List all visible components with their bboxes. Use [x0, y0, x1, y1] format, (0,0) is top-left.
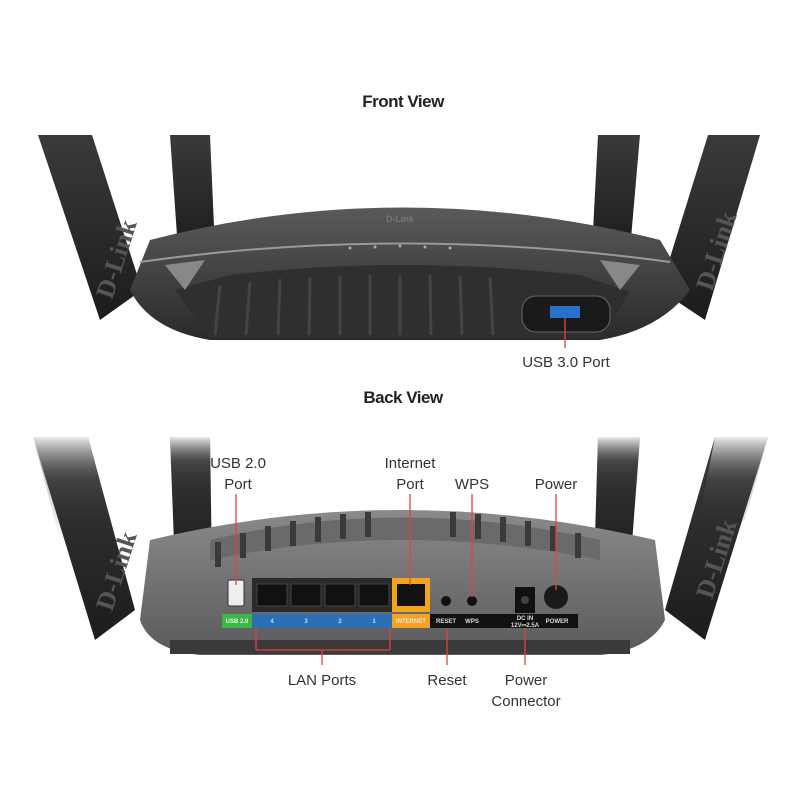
panel-label-lan: 1 [372, 619, 376, 625]
power-label: Power [535, 476, 578, 493]
reset-button [441, 596, 451, 606]
front-view-title: Front View [362, 92, 445, 111]
reset-label: Reset [427, 672, 467, 689]
panel-label-reset: RESET [436, 619, 456, 625]
wps-button [467, 596, 477, 606]
antenna [592, 135, 640, 250]
panel-label-internet: INTERNET [396, 619, 426, 625]
usb3-connector [550, 306, 580, 318]
panel-label-dcin: DC IN [517, 616, 533, 622]
back-view-title: Back View [363, 388, 444, 407]
power-button [544, 585, 568, 609]
brand-logo: D-Link [386, 214, 415, 224]
panel-label-usb: USB 2.0 [226, 619, 249, 625]
front-router: D-Link D-Link D-Link [38, 135, 760, 340]
antenna [38, 135, 142, 320]
panel-label-wps: WPS [465, 619, 479, 625]
antenna [660, 135, 760, 320]
usb3-port-label: USB 3.0 Port [522, 354, 610, 371]
leader-lines [235, 494, 557, 665]
antenna [170, 135, 215, 250]
panel-label-power: POWER [546, 619, 569, 625]
panel-label-lan: 2 [338, 619, 342, 625]
panel-label-rating: 12V⎓2.5A [511, 623, 540, 629]
wps-label: WPS [455, 476, 489, 493]
panel-label-lan: 3 [304, 619, 308, 625]
lan-ports-label: LAN Ports [288, 672, 356, 689]
panel-label-lan: 4 [270, 619, 274, 625]
